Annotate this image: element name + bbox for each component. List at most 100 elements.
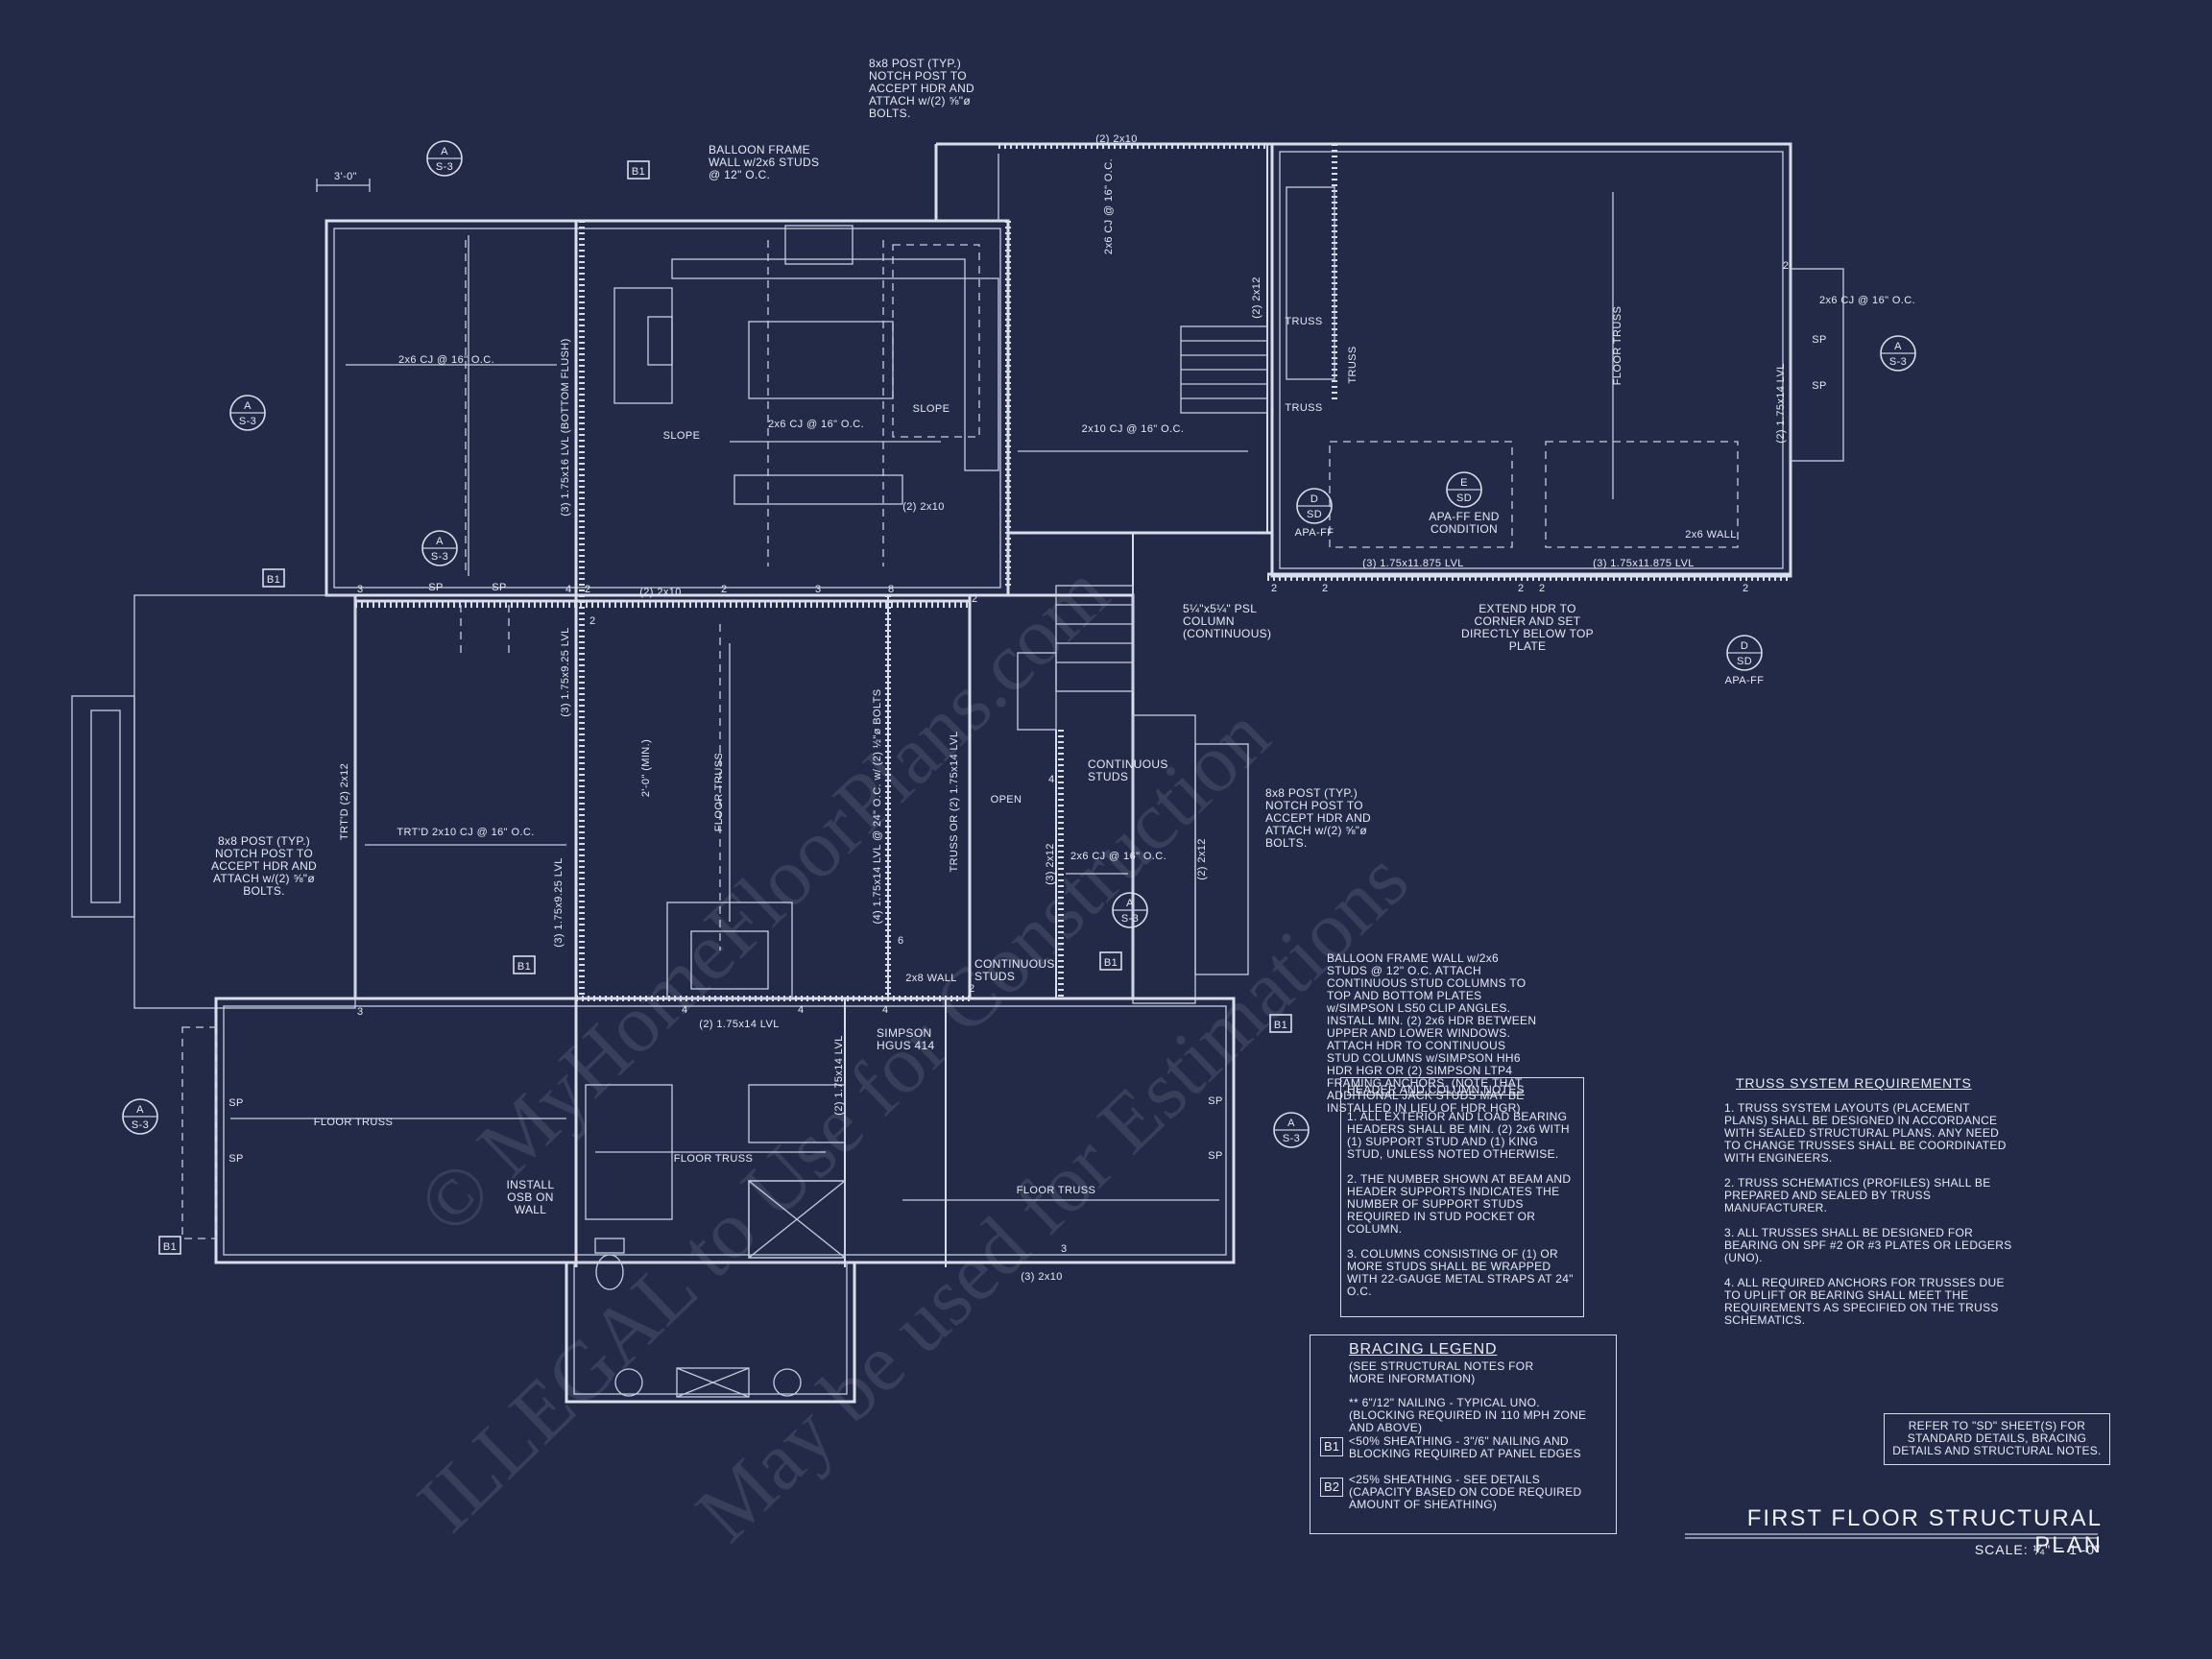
label-lvl-vert-3: (3) 1.75x9.25 LVL — [553, 857, 565, 947]
truss-req-2: 2. TRUSS SCHEMATICS (PROFILES) SHALL BE … — [1724, 1176, 1991, 1214]
support-num: 4 — [798, 1004, 804, 1016]
support-num: 4 — [1048, 774, 1054, 785]
section-letter: A — [441, 146, 448, 157]
section-letter: A — [436, 536, 444, 547]
support-num: 2 — [972, 593, 977, 605]
label-cj-top-left: 2x6 CJ @ 16" O.C. — [398, 354, 494, 366]
callout-extend-hdr: EXTEND HDR TO CORNER AND SET DIRECTLY BE… — [1461, 602, 1594, 653]
truss-req-3: 3. ALL TRUSSES SHALL BE DESIGNED FOR BEA… — [1724, 1226, 2012, 1264]
callout-balloon-mid: BALLOON FRAME WALL w/2x6 STUDS @ 12" O.C… — [1327, 951, 1537, 1115]
label-cj-closet: 2x6 CJ @ 16" O.C. — [1103, 158, 1115, 254]
support-num: 2 — [1783, 260, 1789, 272]
b1-tag: B1 — [1104, 957, 1118, 969]
support-num: 4 — [882, 1004, 888, 1016]
bracing-b2-text: <25% SHEATHING - SEE DETAILS (CAPACITY B… — [1349, 1473, 1582, 1511]
label-cj-kitchen: 2x6 CJ @ 16" O.C. — [768, 419, 864, 430]
label-floor-truss-bath: FLOOR TRUSS — [674, 1153, 753, 1165]
label-hdr-2x10-top: (2) 2x10 — [1095, 133, 1138, 145]
sp-tag: SP — [1812, 380, 1826, 392]
label-2x12-a: (2) 2x12 — [1251, 276, 1262, 319]
b1-tag: B1 — [163, 1241, 177, 1253]
label-open: OPEN — [991, 794, 1022, 805]
section-letter: A — [1126, 898, 1134, 909]
support-num: 8 — [888, 584, 894, 595]
label-hdr-2x10-stair: (2) 2x10 — [902, 501, 945, 513]
sheet-title: FIRST FLOOR STRUCTURAL PLAN — [1746, 1505, 2103, 1558]
label-2x12-b: (3) 2x12 — [1045, 843, 1056, 885]
callout-continuous-studs-2: CONTINUOUS STUDS — [974, 957, 1055, 983]
label-lvl-vert-4: (4) 1.75x14 LVL @ 24" O.C. w/ (2) ½"ø BO… — [872, 688, 883, 924]
section-sheet: SD — [1456, 493, 1472, 504]
label-lvl-vert-7: (2) 1.75x14 LVL — [1775, 363, 1787, 443]
label-lvl-1: (3) 1.75x11.875 LVL — [1362, 558, 1464, 569]
span-arrows — [230, 192, 1614, 1201]
dim-3ft: 3'-0" — [334, 171, 357, 182]
label-slope-2: SLOPE — [913, 403, 950, 415]
b1-tag: B1 — [517, 961, 531, 973]
plan-labels: 2x6 CJ @ 16" O.C. 2x6 CJ @ 16" O.C. 2x10… — [314, 133, 1915, 1283]
label-trtd-cj: TRT'D 2x10 CJ @ 16" O.C. — [397, 827, 534, 838]
label-truss-1: TRUSS — [1285, 316, 1322, 327]
callout-balloon-top: BALLOON FRAME WALL w/2x6 STUDS @ 12" O.C… — [709, 143, 820, 181]
section-sheet: S-3 — [1889, 356, 1907, 368]
header-notes-box: HEADER AND COLUMN NOTES 1. ALL EXTERIOR … — [1340, 1077, 1584, 1317]
callout-post-right: 8x8 POST (TYP.) NOTCH POST TO ACCEPT HDR… — [1265, 786, 1371, 850]
bracing-b1-tag: B1 — [1320, 1437, 1343, 1456]
support-num: 3 — [357, 584, 363, 595]
bracing-typical: ** 6"/12" NAILING - TYPICAL UNO. (BLOCKI… — [1349, 1396, 1587, 1434]
support-num: 2 — [1518, 583, 1524, 594]
support-num: 6 — [898, 935, 903, 947]
callout-simpson: SIMPSON HGUS 414 — [877, 1026, 935, 1052]
label-two-min: 2'-0" (MIN.) — [640, 739, 652, 797]
label-lvl-low: (2) 1.75x14 LVL — [699, 1019, 779, 1030]
label-truss-3: TRUSS — [1347, 346, 1358, 383]
truss-req-list: 1. TRUSS SYSTEM LAYOUTS (PLACEMENT PLANS… — [1724, 1102, 2012, 1339]
label-cj-right: 2x6 CJ @ 16" O.C. — [1819, 295, 1915, 306]
callout-apa-ff: APA-FF END CONDITION — [1429, 510, 1500, 536]
label-slope-1: SLOPE — [663, 430, 701, 442]
label-hdr-2x10-bottom: (3) 2x10 — [1021, 1271, 1063, 1283]
section-sheet: S-3 — [1283, 1133, 1300, 1144]
header-notes-list: 1. ALL EXTERIOR AND LOAD BEARING HEADERS… — [1347, 1111, 1575, 1310]
section-sheet: S-3 — [239, 416, 256, 427]
label-hdr-2x10-mid: (2) 2x10 — [639, 587, 682, 598]
support-num: 3 — [357, 1006, 363, 1018]
sp-tag: SP — [428, 582, 443, 593]
callout-post-left: 8x8 POST (TYP.) NOTCH POST TO ACCEPT HDR… — [211, 834, 317, 898]
callout-continuous-studs-1: CONTINUOUS STUDS — [1088, 757, 1168, 783]
label-wall-2x8: 2x8 WALL — [905, 973, 957, 984]
section-letter: D — [1741, 640, 1748, 652]
section-sheet: SD — [1737, 656, 1752, 667]
label-wall-2x6: 2x6 WALL — [1685, 529, 1737, 541]
bracing-subtitle: (SEE STRUCTURAL NOTES FOR MORE INFORMATI… — [1349, 1359, 1534, 1385]
section-letter: A — [1287, 1118, 1295, 1129]
support-num: 2 — [585, 584, 590, 595]
sp-tag: SP — [492, 582, 506, 593]
label-cj-stair: 2x10 CJ @ 16" O.C. — [1082, 423, 1185, 435]
section-sheet: SD — [1307, 509, 1322, 520]
title-rule: 3'-0" — [316, 171, 2098, 1539]
section-sheet: S-3 — [1121, 913, 1139, 925]
post-markers: SP SP SP SP SP SP SP SP B1 B1 B1 B1 B1 B… — [158, 160, 1826, 1255]
support-numbers: 3 2 4 2 2 3 8 2 2 3 4 6 4 4 4 3 2 2 2 2 … — [357, 260, 1789, 1255]
label-lvl-vert-1: (3) 1.75x16 LVL (BOTTOM FLUSH) — [560, 338, 571, 516]
support-num: 3 — [1061, 1243, 1067, 1255]
callout-post-top: 8x8 POST (TYP.) NOTCH POST TO ACCEPT HDR… — [869, 57, 974, 120]
sp-tag: SP — [1208, 1095, 1222, 1107]
sp-tag: SP — [1208, 1150, 1222, 1162]
support-num: 4 — [565, 584, 571, 595]
label-floor-truss-right: FLOOR TRUSS — [1612, 306, 1623, 385]
b1-tag: B1 — [267, 574, 280, 586]
support-num: 2 — [1271, 583, 1277, 594]
callout-psl-column: 5¼"x5¼" PSL COLUMN (CONTINUOUS) — [1183, 602, 1272, 640]
callout-install-osb: INSTALL OSB ON WALL — [506, 1178, 555, 1216]
section-markers: A S-3 A S-3 A S-3 A S-3 A S-3 A S-3 A S-… — [122, 140, 1916, 1148]
truss-req-1: 1. TRUSS SYSTEM LAYOUTS (PLACEMENT PLANS… — [1724, 1101, 2007, 1165]
label-floor-truss-low-left: FLOOR TRUSS — [314, 1117, 393, 1128]
section-sheet: S-3 — [436, 161, 453, 173]
section-letter: A — [1894, 341, 1902, 352]
sp-tag: SP — [228, 1153, 243, 1165]
sp-tag: SP — [1812, 334, 1826, 346]
support-num: 4 — [682, 1004, 687, 1016]
